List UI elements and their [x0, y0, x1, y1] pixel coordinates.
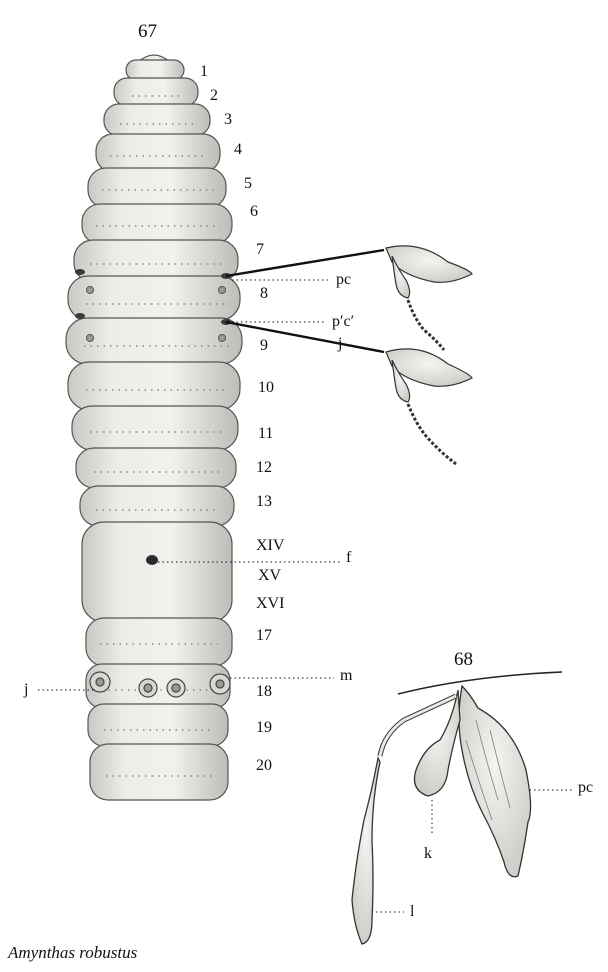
label-pc: pc: [336, 272, 351, 288]
segment-label: 7: [256, 242, 264, 258]
figure-number-68: 68: [454, 650, 473, 669]
segment-ring: [126, 60, 184, 80]
spermatheca-small-2: [386, 349, 472, 464]
segment-label: 1: [200, 64, 208, 80]
label-k: k: [424, 846, 432, 862]
species-caption: Amynthas robustus: [8, 944, 137, 961]
segment-ring: [104, 104, 210, 136]
segment-label: 19: [256, 720, 272, 736]
segment-ring: [90, 744, 228, 800]
segment-ring: [96, 134, 220, 172]
label-pc-right: pc: [578, 780, 593, 796]
label-j-left: j: [24, 682, 28, 698]
segment-label: 6: [250, 204, 258, 220]
segment-ring: [68, 362, 240, 410]
segment-label: 9: [260, 338, 268, 354]
segment-ring: [68, 276, 240, 320]
segment-label: 10: [258, 380, 274, 396]
segment-ring: [82, 204, 232, 244]
segment-ring: [76, 448, 236, 488]
label-pc-prime: p′c′: [332, 314, 354, 330]
segment-label: 18: [256, 684, 272, 700]
segment-ring: [86, 618, 232, 666]
segment-label: 12: [256, 460, 272, 476]
segment-ring: [72, 406, 238, 450]
segment-label: 2: [210, 88, 218, 104]
segment-label: XVI: [256, 596, 284, 612]
spermatheca-large: [352, 672, 562, 944]
female-pore: [146, 555, 158, 565]
label-m: m: [340, 668, 352, 684]
segment-label: 4: [234, 142, 242, 158]
segment-ring: [80, 486, 234, 526]
segment-label: 17: [256, 628, 272, 644]
spermatheca-small-1: [386, 246, 472, 350]
segment-label: XV: [258, 568, 281, 584]
segment-ring: [114, 78, 198, 106]
figure-number-67: 67: [138, 22, 157, 41]
label-l: l: [410, 904, 414, 920]
label-f: f: [346, 550, 351, 566]
segment-label: XIV: [256, 538, 284, 554]
segment-label: 11: [258, 426, 273, 442]
segment-label: 3: [224, 112, 232, 128]
segment-label: 13: [256, 494, 272, 510]
clitellum: [82, 522, 232, 622]
segment-label: 20: [256, 758, 272, 774]
segment-ring: [88, 704, 228, 746]
segment-label: 5: [244, 176, 252, 192]
segment-ring: [88, 168, 226, 208]
segment-label: 8: [260, 286, 268, 302]
label-j: j: [338, 336, 342, 352]
